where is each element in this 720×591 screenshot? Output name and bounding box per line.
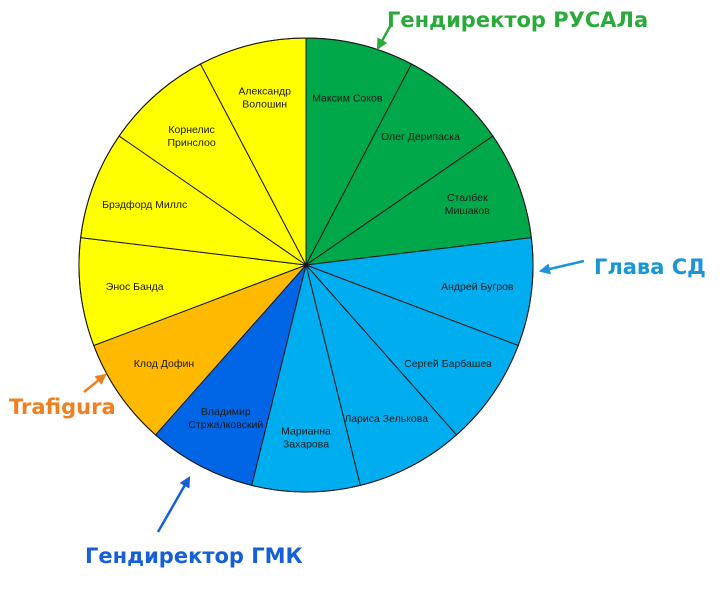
slice-label: Клод Дофин [134, 358, 195, 370]
annotation-gmk-ceo: Гендиректор ГМК [85, 544, 303, 568]
annotation-sd-head: Глава СД [594, 255, 706, 279]
annotation-rusal-ceo: Гендиректор РУСАЛа [387, 8, 648, 32]
annotation-arrow-sd [538, 259, 585, 275]
slice-label: Сергей Барбашев [404, 358, 492, 370]
annotation-arrow-trafigura [83, 373, 107, 393]
pie-outline [78, 37, 534, 493]
slice-label: Максим Соков [312, 93, 383, 105]
slice-label: Олег Дерипаска [381, 131, 460, 143]
slice-label: Брэдфорд Миллс [102, 199, 187, 211]
slice-label: Лариса Зелькова [344, 413, 428, 425]
slice-label: Энос Банда [106, 281, 164, 293]
slice-label: Андрей Бугров [441, 281, 514, 293]
annotation-arrow-gmk [156, 476, 191, 533]
annotation-trafigura: Trafigura [9, 395, 116, 419]
annotation-arrow-rusal [376, 22, 394, 50]
